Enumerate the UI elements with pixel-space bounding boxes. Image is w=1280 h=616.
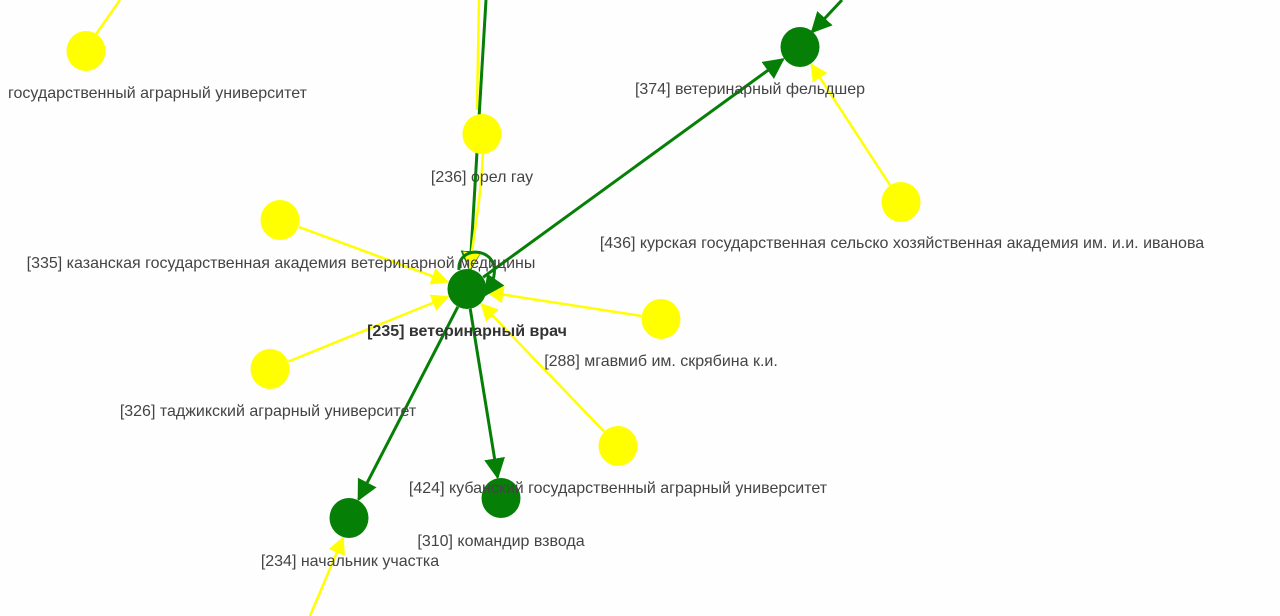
edge-326-to-235 [288,294,450,363]
node-436[interactable] [881,182,921,222]
edge-436-to-374 [810,63,892,186]
graph-edge [462,152,485,270]
node-label-326: [326] таджикский аграрный университет [120,403,417,420]
node-label-288: [288] мгавмиб им. скрябина к.и. [544,353,778,370]
node-236[interactable] [462,114,502,154]
graph-edge [308,536,345,616]
graph-edge [810,0,844,34]
node-label-234: [234] начальник участка [261,553,439,570]
node-label-436: [436] курская государственная сельско хо… [600,235,1204,252]
self-loop-edge [457,250,505,297]
edge-424-to-235 [480,302,606,433]
edge-235-to-310 [468,308,505,480]
graph-edge [90,0,122,41]
node-label-374: [374] ветеринарный фельдшер [635,81,865,98]
node-235[interactable] [447,269,487,309]
node-234[interactable] [329,498,369,538]
node-label-236: [236] орел гау [431,169,533,186]
node-288[interactable] [641,299,681,339]
node-310[interactable] [481,478,521,518]
edge-235-to-374 [482,58,785,279]
edge-335-to-235 [298,225,449,285]
node-tl[interactable] [66,31,106,71]
node-label-310: [310] командир взвода [417,533,584,550]
node-label-tl: государственный аграрный университет [8,85,308,102]
edge-235-to-234 [357,306,460,502]
node-374[interactable] [780,27,820,67]
graph-edge [475,0,481,111]
node-335[interactable] [260,200,300,240]
node-label-235: [235] ветеринарный врач [367,323,567,340]
node-label-335: [335] казанская государственная академия… [27,255,536,272]
node-424[interactable] [598,426,638,466]
node-label-424: [424] кубанский государственный аграрный… [409,480,828,497]
node-326[interactable] [250,349,290,389]
edge-288-to-235 [486,285,642,318]
